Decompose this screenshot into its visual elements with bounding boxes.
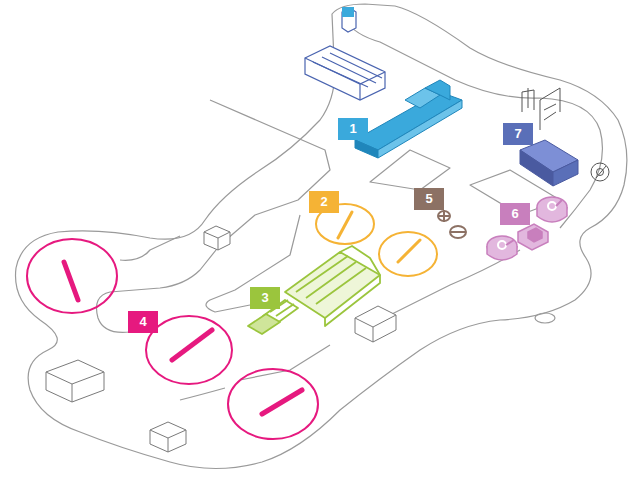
- callout-number: 5: [414, 188, 444, 210]
- callout-number: 3: [250, 287, 280, 309]
- callout-number: 6: [500, 203, 530, 225]
- callout-number: 2: [309, 191, 339, 213]
- callout-number: 1: [338, 118, 368, 140]
- callout-number: 4: [128, 311, 158, 333]
- callout-number: 7: [503, 123, 533, 145]
